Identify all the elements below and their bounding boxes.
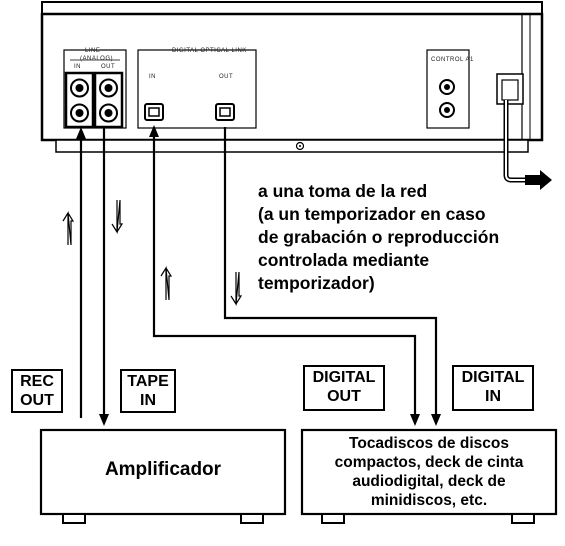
- control-a1-title: CONTROL A1: [431, 57, 474, 63]
- digital-optical-panel: [137, 49, 257, 129]
- signal-up-arrow-icon: [160, 265, 173, 301]
- power-note-line: de grabación o reproducción: [258, 227, 500, 247]
- power-outlet-note: a una toma de la red (a un temporizador …: [258, 180, 558, 295]
- digital-device-box: [300, 428, 558, 524]
- digital-device-label: Tocadiscos de discos compactos, deck de …: [334, 435, 524, 509]
- control-a1-panel: [426, 49, 470, 129]
- line-jack-subtitle: (ANALOG): [80, 56, 114, 62]
- amplifier-label: Amplificador: [104, 459, 222, 480]
- amplifier-box: [39, 428, 287, 524]
- line-jack-title: LINE: [85, 48, 101, 54]
- digital-optical-out-label: OUT: [219, 74, 234, 80]
- cable-line-in: [76, 127, 86, 418]
- power-cord: [496, 73, 552, 190]
- signal-up-arrow-icon: [62, 210, 75, 246]
- screw-icon: [299, 145, 301, 147]
- power-note-line: temporizador): [258, 273, 375, 293]
- cable-digital-out: [223, 127, 441, 426]
- line-jack-panel: [63, 49, 127, 129]
- signal-down-arrow-icon: [230, 271, 243, 307]
- digital-optical-in-label: IN: [149, 74, 156, 80]
- power-note-line: controlada mediante: [258, 250, 430, 270]
- power-note-line: (a un temporizador en caso: [258, 204, 486, 224]
- signal-down-arrow-icon: [111, 199, 124, 235]
- digital-optical-title: DIGITAL OPTICAL LINK: [172, 48, 247, 54]
- line-in-label: IN: [74, 64, 81, 70]
- cable-line-out: [99, 127, 109, 426]
- power-note-line: a una toma de la red: [258, 181, 428, 201]
- line-out-label: OUT: [101, 64, 116, 70]
- power-arrow-icon: [525, 170, 552, 190]
- cable-digital-in: [149, 125, 417, 416]
